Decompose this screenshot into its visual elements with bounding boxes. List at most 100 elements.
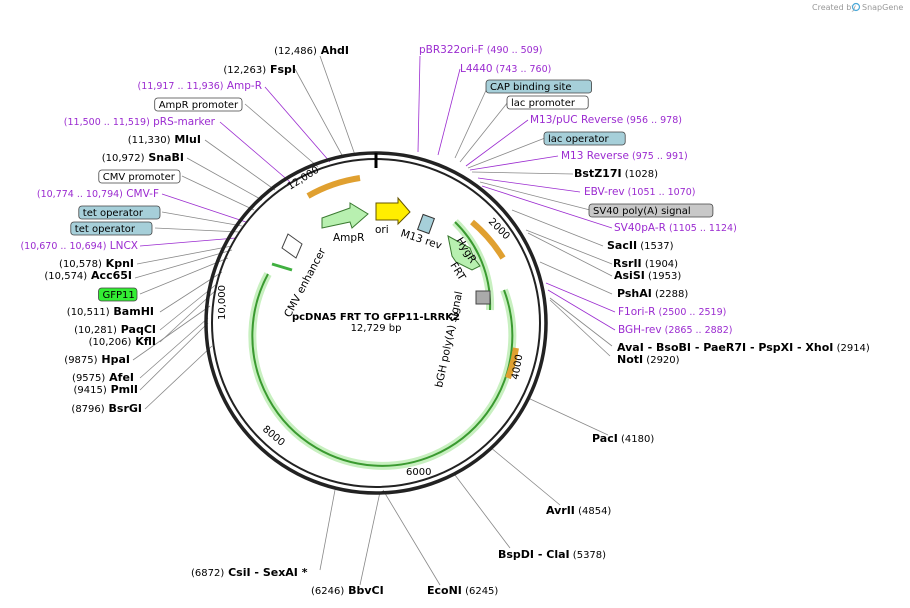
label-part: (6245) xyxy=(462,586,499,597)
label-part: (11,330) xyxy=(128,135,171,146)
site-label-m13puc: M13/pUC Reverse (956 .. 978) xyxy=(530,114,682,126)
feature-box-bg xyxy=(506,95,589,110)
site-label-bspdi: BspDI - ClaI (5378) xyxy=(498,548,606,561)
site-label-pbr: pBR322ori-F (490 .. 509) xyxy=(419,44,542,56)
feature-box-label: CMV promoter xyxy=(103,172,176,183)
site-label-rsrii: RsrII (1904) xyxy=(613,257,678,270)
site-label-asisi: AsiSI (1953) xyxy=(614,269,681,282)
plasmid-backbone xyxy=(204,151,548,495)
label-part: - XhoI xyxy=(793,341,833,354)
hygr-arrow xyxy=(447,235,481,271)
feature-box-label: lac promoter xyxy=(511,98,576,109)
feature-box-label: SV40 poly(A) signal xyxy=(593,206,691,217)
brand-text: SnapGene xyxy=(862,3,903,12)
site-label-bsrgi: (8796) BsrGI xyxy=(71,402,142,415)
label-part: (1953) xyxy=(645,271,682,282)
feature-box-bg xyxy=(154,97,243,112)
label-part: (10,511) xyxy=(67,307,110,318)
feature-box-teto2: tet operator xyxy=(70,221,153,236)
label-part: AhdI xyxy=(317,44,349,57)
label-part: (4854) xyxy=(575,506,612,517)
label-part: BspDI xyxy=(498,548,534,561)
label-part: EcoNI xyxy=(427,584,462,597)
site-label-pmli: (9415) PmlI xyxy=(74,383,138,396)
label-part: Amp-R xyxy=(224,80,263,92)
label-part: MluI xyxy=(171,133,201,146)
label-part: BstZ17I xyxy=(574,167,622,180)
label-part: AsiSI xyxy=(614,269,645,282)
plasmid-name: pcDNA5 FRT TO GFP11-LRRK2 xyxy=(292,312,460,323)
leader-lines xyxy=(132,55,616,586)
label-part: PshAI xyxy=(617,287,652,300)
label-part: SnaBI xyxy=(145,151,184,164)
site-label-snabi: (10,972) SnaBI xyxy=(102,151,184,164)
label-part: (490 .. 509) xyxy=(484,45,543,56)
orange-arc-3 xyxy=(505,347,519,380)
credit-text: Created by xyxy=(812,3,856,12)
label-part: (10,578) xyxy=(59,259,102,270)
site-label-csii: (6872) CsiI - SexAI * xyxy=(191,566,308,579)
label-part: LNCX xyxy=(106,240,138,252)
label-part: KpnI xyxy=(102,257,134,270)
label-part: SacII xyxy=(607,239,637,252)
snapgene-logo: SnapGene xyxy=(851,2,903,12)
feature-bgh: bGH poly(A) signal xyxy=(433,290,465,388)
label-part: (2865 .. 2882) xyxy=(662,325,733,336)
feature-box-label: lac operator xyxy=(548,134,609,145)
label-part: M13 Reverse xyxy=(561,150,629,162)
ruler-10000: 10,000 xyxy=(217,285,228,320)
site-label-paqci: (10,281) PaqCI xyxy=(74,323,156,336)
label-part: (9575) xyxy=(72,373,105,384)
feature-box-label: tet operator xyxy=(75,224,136,235)
feature-box-bg xyxy=(78,205,161,220)
label-part: NotI xyxy=(617,353,643,366)
label-part: (11,500 .. 11,519) xyxy=(64,117,150,128)
label-part: (1028) xyxy=(622,169,659,180)
label-part: FspI xyxy=(266,63,296,76)
feature-ori: ori xyxy=(375,224,389,236)
green-arc-line xyxy=(251,273,514,467)
orange-arc-1 xyxy=(306,175,361,199)
label-part: (975 .. 991) xyxy=(629,151,688,162)
feature-labels: AmpR ori M13 rev HygR FRT bGH poly(A) si… xyxy=(282,224,478,389)
label-part: (10,574) xyxy=(44,271,87,282)
site-label-l4440: L4440 (743 .. 760) xyxy=(460,63,551,75)
feature-box-label: GFP11 xyxy=(103,290,135,301)
label-part: - PaeR7I xyxy=(691,341,746,354)
label-part: AvrII xyxy=(546,504,575,517)
site-label-notI: NotI (2920) xyxy=(617,353,680,366)
label-part: (1051 .. 1070) xyxy=(625,187,696,198)
label-part: PacI xyxy=(592,432,618,445)
site-label-mlui: (11,330) MluI xyxy=(128,133,201,146)
site-label-paci: PacI (4180) xyxy=(592,432,654,445)
feature-box-bg xyxy=(70,221,153,236)
site-label-econi: EcoNI (6245) xyxy=(427,584,498,597)
label-part: (11,917 .. 11,936) xyxy=(138,81,224,92)
ampr-arrow xyxy=(321,202,369,229)
label-part: Acc65I xyxy=(87,269,132,282)
site-label-afei: (9575) AfeI xyxy=(72,371,134,384)
site-label-acc65i: (10,574) Acc65I xyxy=(44,269,132,282)
label-part: (6872) xyxy=(191,568,224,579)
label-part: (5378) xyxy=(570,550,607,561)
label-part: (10,670 .. 10,694) xyxy=(20,241,106,252)
feature-box-bg xyxy=(485,79,592,94)
site-label-m13rev: M13 Reverse (975 .. 991) xyxy=(561,150,688,162)
label-part: L4440 xyxy=(460,63,493,75)
site-label-fspi: (12,263) FspI xyxy=(223,63,296,76)
label-part: (1904) xyxy=(642,259,679,270)
feature-box-cap: CAP binding site xyxy=(485,79,592,94)
label-part: EBV-rev xyxy=(584,186,625,198)
label-part: HpaI xyxy=(98,353,130,366)
label-part: M13/pUC Reverse xyxy=(530,114,623,126)
site-label-bamhi: (10,511) BamHI xyxy=(67,305,154,318)
ruler-6000: 6000 xyxy=(406,467,431,478)
feature-box-lacprom: lac promoter xyxy=(506,95,589,110)
label-part: pRS-marker xyxy=(150,116,216,128)
feature-box-bg xyxy=(543,131,626,146)
label-part: BGH-rev xyxy=(618,324,662,336)
label-part: (9875) xyxy=(64,355,97,366)
cmv-enhancer-shape xyxy=(281,233,303,259)
orange-arc-2 xyxy=(470,219,506,260)
